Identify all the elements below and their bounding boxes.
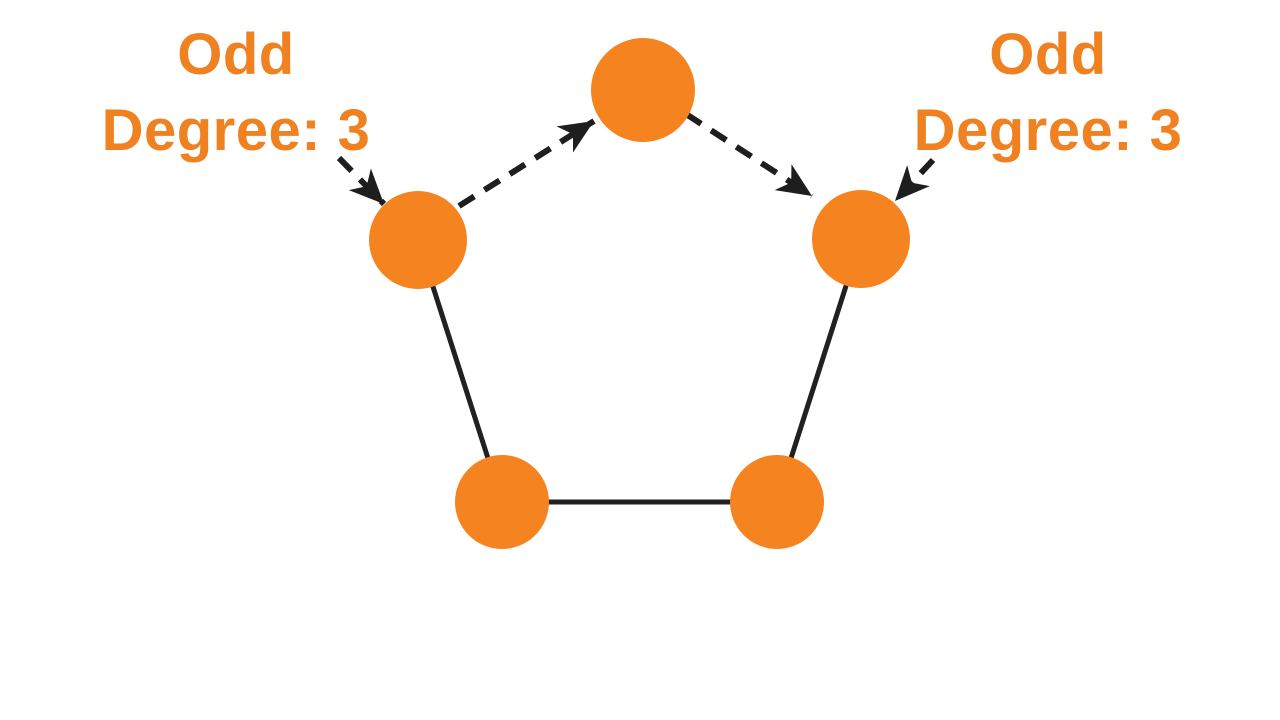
left-odd-degree-label-line1: Odd (177, 22, 295, 87)
right-odd-degree-label: Odd Degree: 3 (872, 17, 1224, 169)
graph-nodes-layer (369, 38, 910, 549)
dashed-arrow-right-label-to-upper-right (892, 157, 936, 204)
vertex-bottom-left (455, 455, 549, 549)
vertex-bottom-right (730, 455, 824, 549)
vertex-upper-left (369, 191, 467, 289)
dashed-arrows-layer (336, 111, 936, 209)
dashed-arrow-upper-left-to-top (457, 118, 596, 209)
right-odd-degree-label-line1: Odd (989, 22, 1107, 87)
left-odd-degree-label-line2: Degree: 3 (101, 98, 371, 163)
dashed-arrow-top-to-upper-right (684, 111, 814, 199)
right-odd-degree-label-line2: Degree: 3 (913, 98, 1183, 163)
dashed-arrow-left-label-to-upper-left (336, 155, 387, 207)
vertex-upper-right (812, 190, 910, 288)
left-odd-degree-label: Odd Degree: 3 (60, 17, 412, 169)
vertex-top (591, 38, 695, 142)
